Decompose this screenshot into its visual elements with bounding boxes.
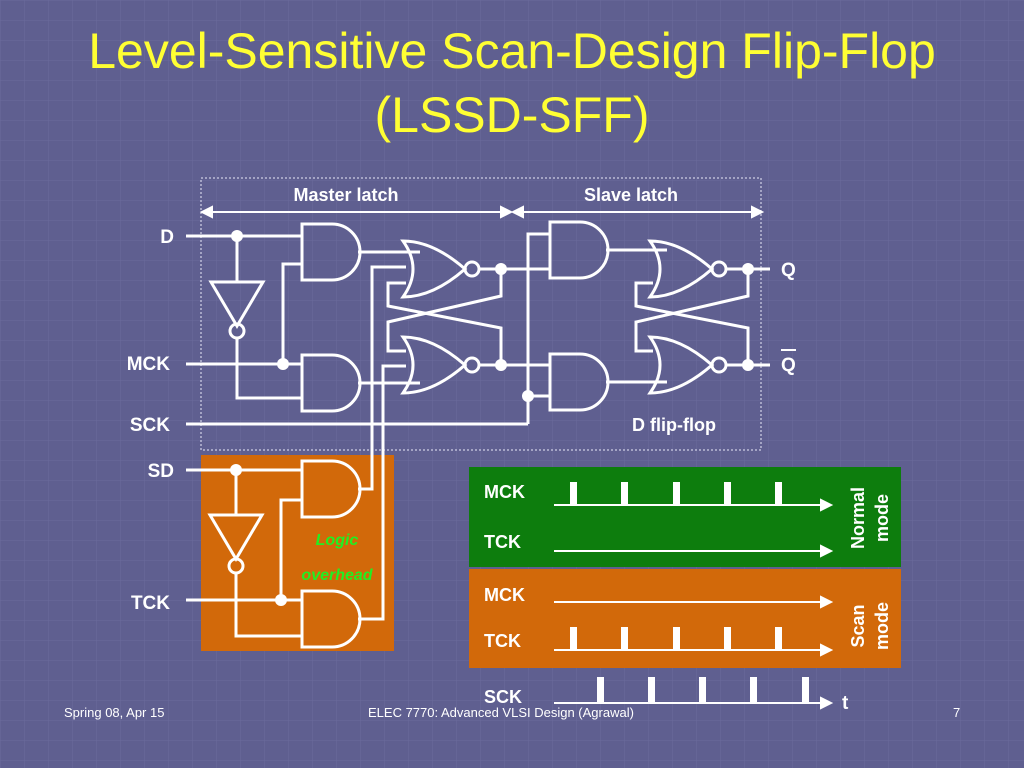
slave-nor-gate-bottom — [648, 335, 714, 395]
slave-and-gate-top — [548, 220, 610, 280]
output-label-q-bar: Q — [781, 355, 796, 376]
timing-label-sck: SCK — [484, 687, 522, 707]
normal-mode-label-1: Normal — [848, 487, 868, 549]
output-label-q: Q — [781, 260, 796, 281]
footer-course: ELEC 7770: Advanced VLSI Design (Agrawal… — [368, 705, 634, 720]
overhead-label: overhead — [301, 567, 373, 584]
timing-label-mck-normal: MCK — [484, 482, 525, 502]
signal-label-sck: SCK — [130, 415, 170, 436]
signal-label-sd: SD — [148, 461, 174, 482]
scan-mode-box — [469, 569, 901, 668]
d-inverter — [209, 280, 265, 328]
tck-scan-pulses — [570, 627, 782, 650]
master-latch-label: Master latch — [293, 185, 398, 205]
slide-title-line2: (LSSD-SFF) — [374, 87, 650, 143]
timing-label-mck-scan: MCK — [484, 585, 525, 605]
signal-label-d: D — [160, 227, 174, 248]
timing-label-tck-scan: TCK — [484, 631, 521, 651]
junction-dots — [230, 230, 754, 606]
sck-pulses — [597, 677, 809, 703]
normal-mode-label-2: mode — [872, 494, 892, 542]
slave-latch-arrow — [510, 205, 765, 219]
master-and-gate-bottom — [300, 353, 362, 413]
scan-mode-label-1: Scan — [848, 604, 868, 647]
slide-title-line1: Level-Sensitive Scan-Design Flip-Flop — [88, 23, 936, 79]
signal-label-mck: MCK — [127, 354, 171, 375]
slave-latch-label: Slave latch — [584, 185, 678, 205]
logic-overhead-box — [201, 455, 394, 651]
master-and-gate-top — [300, 222, 362, 282]
mck-normal-pulses — [570, 482, 782, 505]
timing-label-tck-normal: TCK — [484, 532, 521, 552]
footer-date: Spring 08, Apr 15 — [64, 705, 165, 720]
master-nor-gate-top — [401, 239, 467, 299]
scan-mode-label-2: mode — [872, 602, 892, 650]
footer-page-number: 7 — [953, 705, 961, 720]
master-nor-gate-bottom — [401, 335, 467, 395]
d-flip-flop-frame — [200, 177, 762, 451]
timing-label-t: t — [842, 693, 849, 714]
signal-label-tck: TCK — [131, 593, 170, 614]
d-flip-flop-label: D flip-flop — [632, 415, 716, 435]
logic-label: Logic — [316, 532, 359, 549]
master-latch-arrow — [199, 205, 514, 219]
slave-and-gate-bottom — [548, 352, 610, 412]
